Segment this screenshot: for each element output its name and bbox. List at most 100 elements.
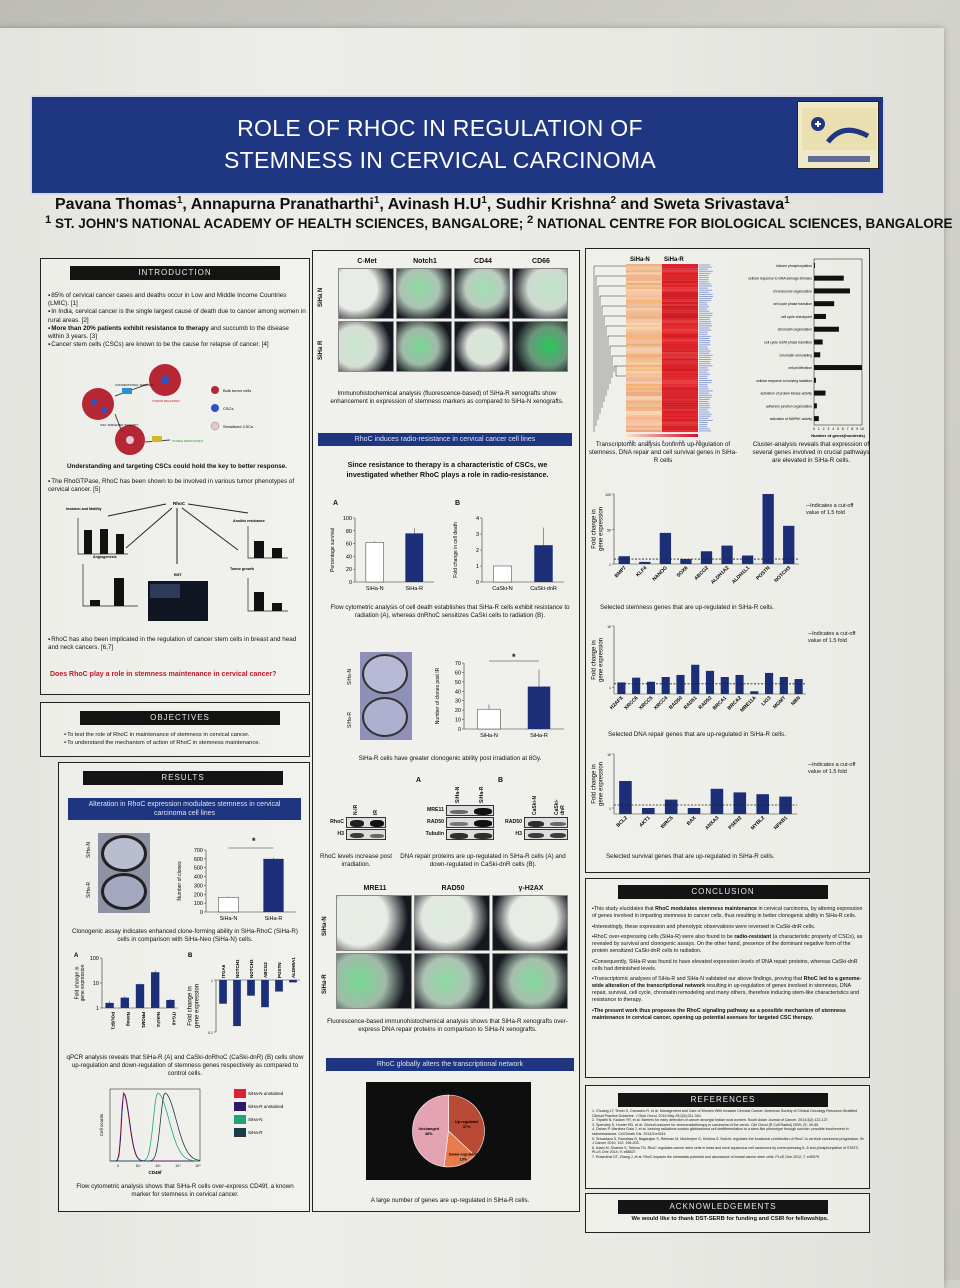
x-tick-label: 4: [832, 427, 834, 431]
title-banner: [30, 95, 885, 195]
y-axis-label: Fold change in cell death: [453, 522, 459, 578]
heatmap-cell: [662, 383, 698, 386]
heatmap-cell: [662, 327, 698, 330]
category-label: Notch1: [156, 1012, 161, 1028]
y-tick-label: 1: [609, 686, 611, 690]
x-tick-label: 10⁴: [175, 1164, 181, 1168]
gene-label-mark: [699, 304, 708, 306]
gene-label-mark: [699, 398, 710, 400]
histogram-SiHa-R: [110, 1092, 201, 1162]
y-axis-label: Fold change ingene expression: [592, 638, 605, 682]
ir-caption: SiHa-R cells have greater clonogenic abi…: [358, 755, 542, 762]
heatmap-cell: [626, 316, 662, 319]
bar-CaSki-N: [493, 565, 512, 583]
gene-label-mark: [699, 415, 711, 417]
bar-SiHa-N: [218, 897, 239, 913]
bar-Notch1: [151, 972, 160, 1008]
pie-labels: Up-regulated37%Down-regulated15%Unchange…: [418, 1120, 479, 1161]
heatmap-cell: [662, 350, 698, 353]
bullet-item: ▪RhoC over-expressing cells (SiHa-R) wer…: [592, 934, 863, 954]
heatmap-cell: [662, 310, 698, 313]
slice-value: 15%: [459, 1157, 467, 1161]
stemness-caption: Selected stemness genes that are up-regu…: [600, 604, 775, 611]
pathway-bar: [814, 288, 850, 294]
x-tick-label: 3: [827, 427, 829, 431]
gene-label-mark: [699, 375, 708, 377]
pathway-label: activation of MAPKK activity: [770, 417, 813, 421]
legend-cscs: CSCs: [223, 406, 233, 411]
heatmap-col-label: SiHa-N: [630, 257, 650, 263]
objective-item: To test the role of RhoC in maintenance …: [64, 731, 304, 739]
bullet-item: ▪The present work thus proposes the RhoC…: [592, 1007, 846, 1021]
blot-band: [370, 833, 384, 838]
gene-label-mark: [699, 331, 708, 333]
bar-SiHa-N: [477, 708, 501, 730]
pathway-label: cell cycle phase transition: [773, 302, 812, 306]
heatmap-cell: [662, 341, 698, 344]
rhoc-cancer-bullet: RhoC has also been implicated in the reg…: [48, 636, 306, 652]
gene-label-mark: [699, 289, 713, 291]
gene-label-mark: [699, 403, 710, 405]
bar-BAX: [687, 808, 701, 814]
gene-label-mark: [699, 275, 709, 276]
emt-micrograph: [148, 581, 208, 621]
gene-label-mark: [699, 405, 710, 407]
heatmap-cell: [662, 381, 698, 384]
micrograph-row-label: SiHa-R: [322, 974, 328, 994]
legend-bulk-icon: [211, 386, 219, 394]
pathway-bar: [814, 377, 816, 383]
bullet-text: resulting in up-regulation of genes invo…: [592, 983, 860, 1003]
pathway-bar: [814, 301, 835, 307]
heatmap-cell: [662, 322, 698, 325]
micrograph-column-label: C-Met: [357, 258, 377, 265]
gene-label-mark: [699, 359, 712, 360]
heatmap-cell: [662, 392, 698, 395]
heatmap-cell: [662, 264, 698, 267]
category-label: POSTN: [277, 962, 282, 978]
qpcr-caption: qPCR analysis reveals that SiHa-R (A) an…: [66, 1054, 304, 1077]
y-tick-label: 40: [346, 554, 352, 560]
syringe-icon: [152, 436, 162, 442]
heatmap-cell: [662, 377, 698, 380]
bar-NOTCH3: [247, 980, 255, 996]
heatmap-cell: [626, 306, 662, 309]
category-label: RAD50: [668, 695, 684, 711]
tumor-icon: [82, 388, 114, 420]
heatmap-cell: [626, 268, 662, 271]
heatmap-cell: [662, 295, 698, 298]
heatmap-cell: [662, 379, 698, 382]
gene-label-mark: [699, 407, 711, 409]
pathway-bar: [814, 365, 862, 371]
bullet-text: radio-resistant: [734, 934, 772, 940]
heatmap-cell: [662, 366, 698, 370]
bar-BRCA2: [735, 674, 744, 694]
x-tick-label: 5: [837, 427, 839, 431]
blot-row-label: MRE11: [426, 807, 444, 813]
heatmap-cell: [626, 400, 662, 403]
bullet-text: This study elucidates that: [593, 906, 656, 912]
heatmap-cell: [662, 285, 698, 288]
author-affiliation-sup: 1: [481, 194, 487, 206]
blot-band: [450, 832, 468, 839]
blot-band: [550, 821, 566, 826]
y-tick-label: 1: [211, 979, 213, 983]
micrograph-column-label: Notch1: [413, 258, 437, 265]
heatmap-cell: [626, 345, 662, 349]
y-tick-label: 10: [455, 718, 461, 724]
heatmap-cell: [662, 404, 698, 407]
plate-label-siha-n: SiHa-N: [347, 668, 353, 685]
heatmap-cell: [626, 320, 662, 323]
tumor-growth-mini-chart: [247, 578, 288, 612]
bullet-item: ▪Interestingly, these expression and phe…: [592, 923, 816, 930]
label-tumor-relapse: TUMOR RELAPSE!!!: [152, 399, 180, 403]
bar-RAD51: [691, 664, 700, 694]
bullet-text: RhoC led to a genome-wide alteration of …: [592, 976, 862, 989]
